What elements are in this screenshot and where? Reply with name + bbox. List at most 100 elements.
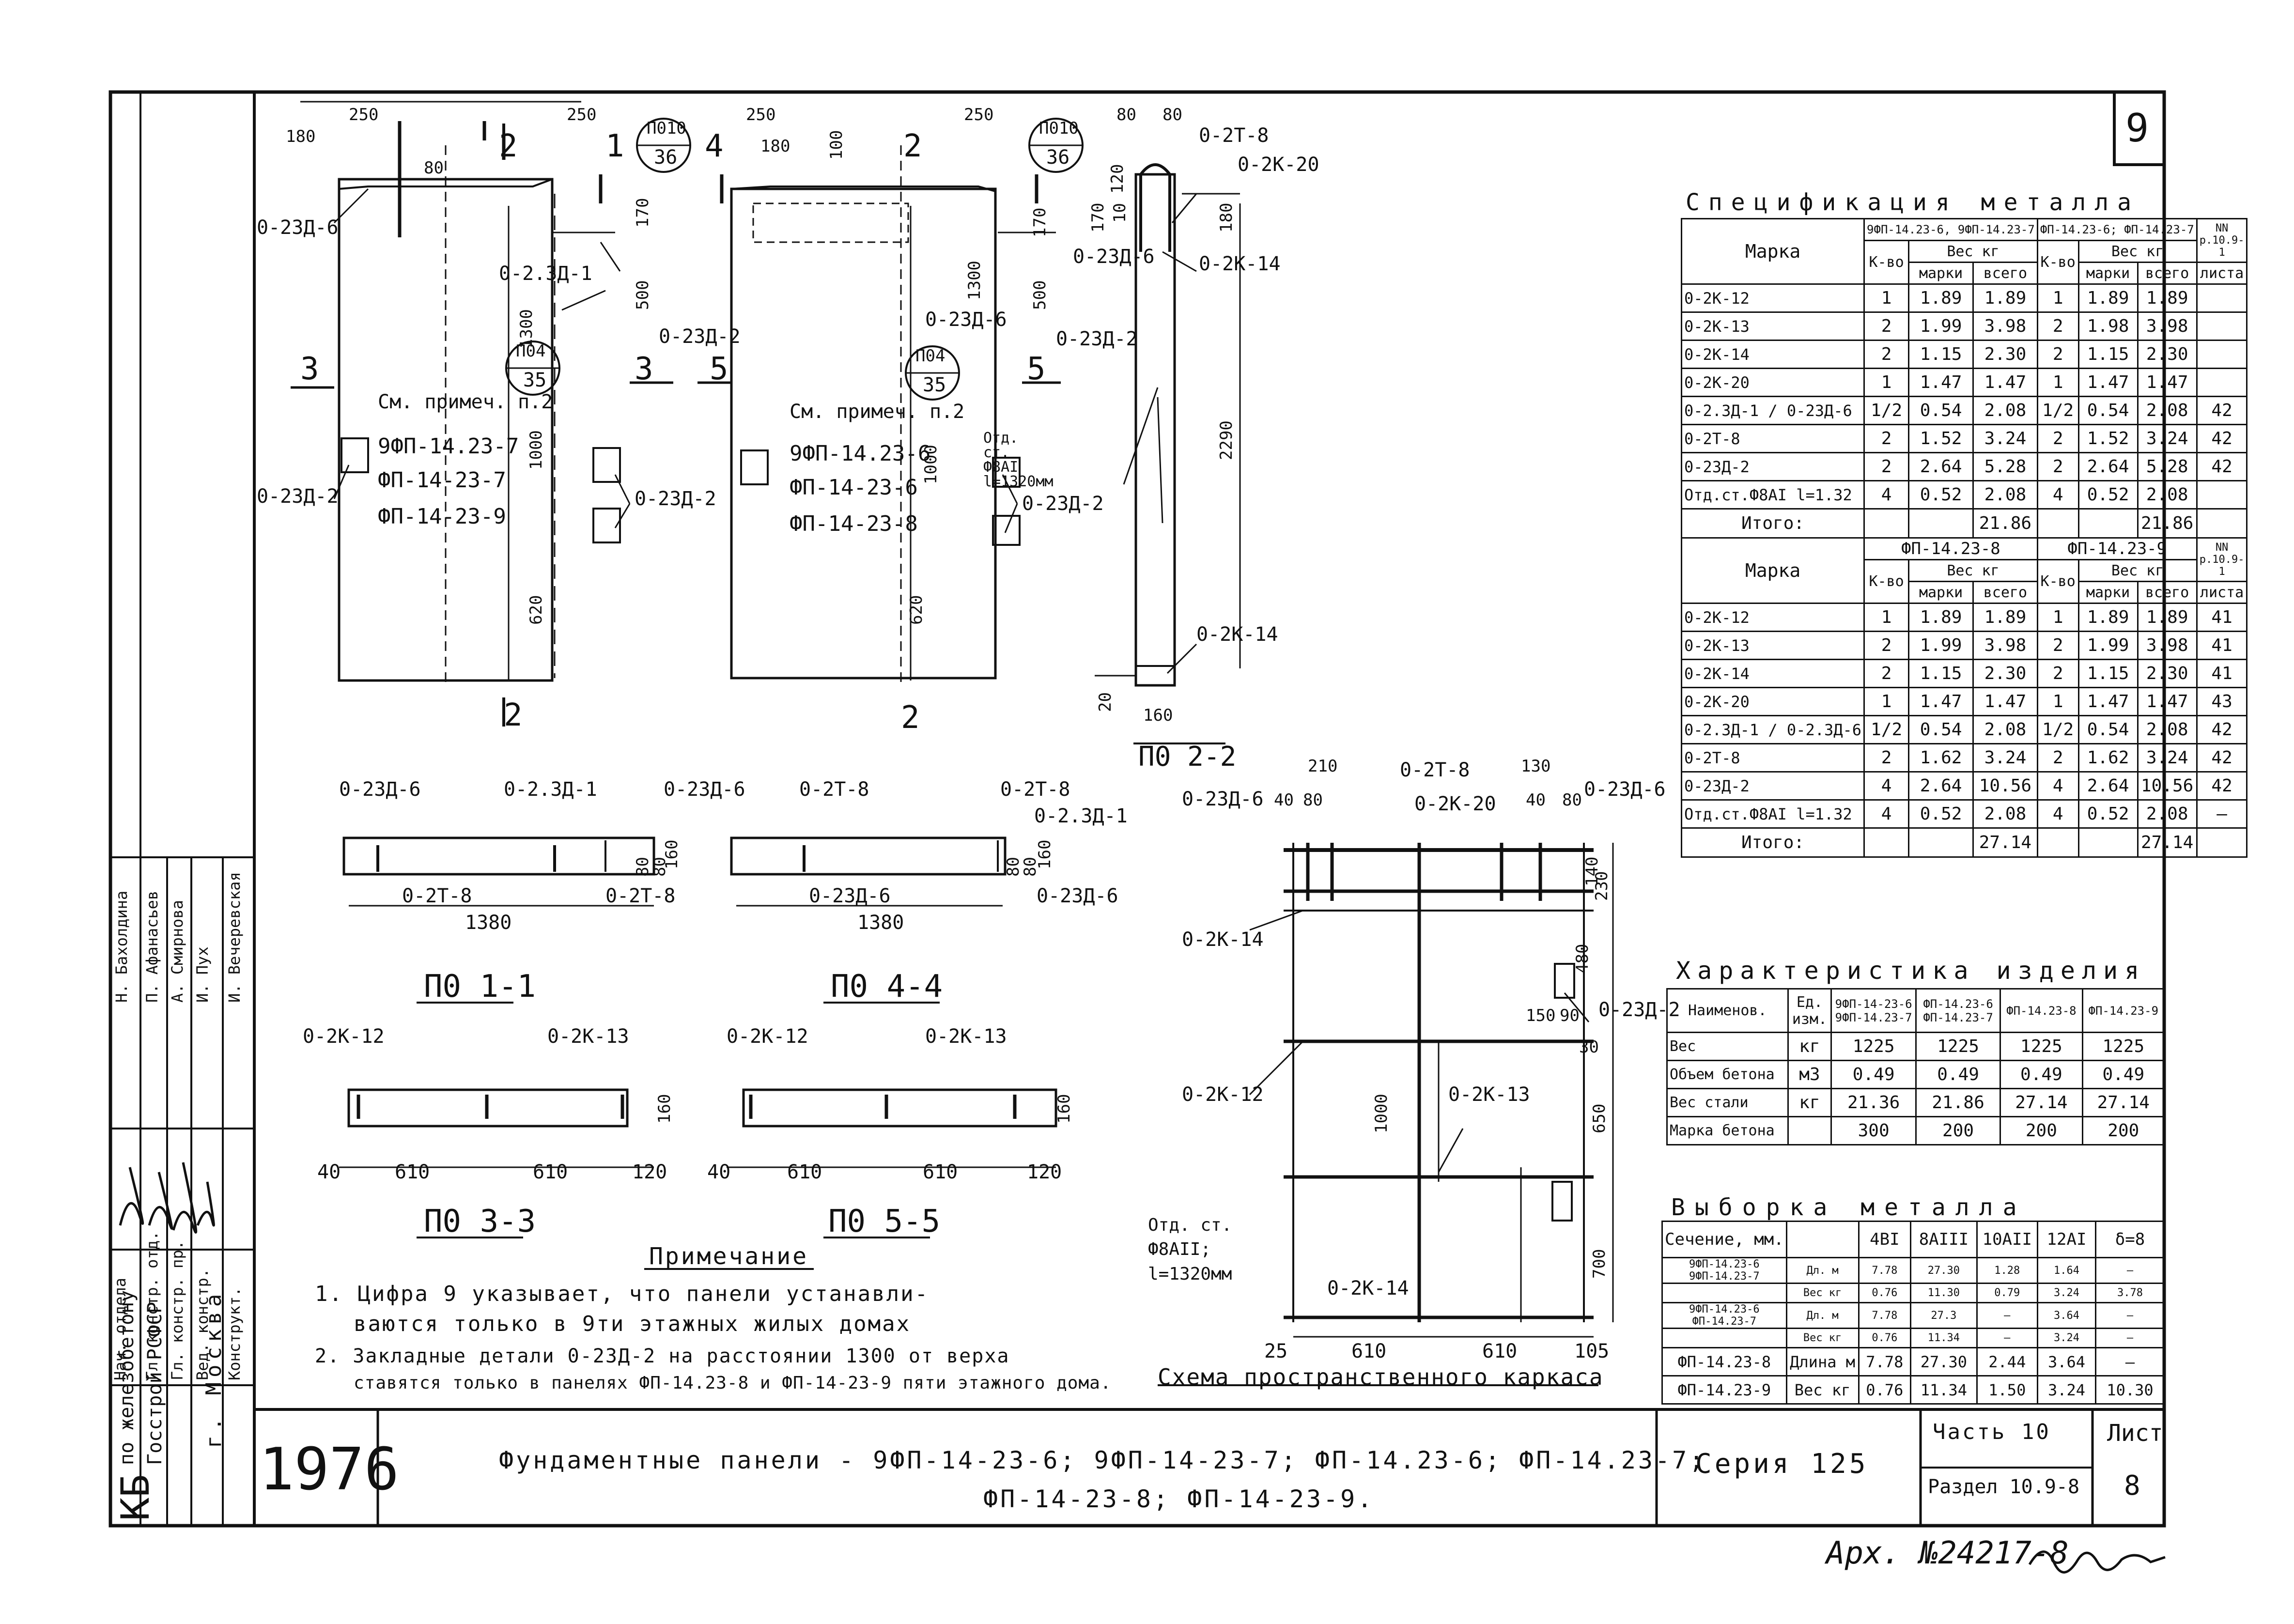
section-mark: 3: [635, 351, 653, 387]
part-callout: 0-2Т-8: [799, 778, 869, 801]
vyborka-cell: 7.78: [1858, 1347, 1912, 1377]
dim-label: 170: [1088, 202, 1108, 232]
spec-cell-mark: 0-2К-13: [1680, 631, 1865, 660]
spec-cell-value: 1: [1863, 283, 1910, 313]
part-callout: 0-23Д-2: [635, 488, 716, 510]
vyborka-cell: Дл. м: [1785, 1257, 1860, 1284]
vyborka-cell: 11.34: [1910, 1328, 1978, 1348]
spec-cell-value: 2.30: [1972, 340, 2038, 369]
dim-label: 40: [1526, 790, 1546, 810]
spec-cell-value: 3.98: [1972, 311, 2038, 341]
spec-cell-value: 1.15: [2077, 340, 2139, 369]
spec-header-kvo: К-во: [1863, 240, 1910, 285]
panel-mark: ФП-14-23-9: [378, 504, 506, 529]
vyborka-cell: 1.64: [2037, 1257, 2096, 1284]
part-callout: 0-23Д-2: [1022, 493, 1104, 515]
spec-cell-value: 0.52: [1908, 480, 1974, 510]
spec-header-marka: Марка: [1680, 218, 1865, 285]
dim-label: 1380: [857, 912, 904, 934]
spec-cell-value: 1.52: [2077, 424, 2139, 453]
spec-cell-value: 2.08: [1972, 799, 2038, 829]
spec-cell-value: 1: [1863, 368, 1910, 397]
spec-cell-value: 0.54: [2077, 396, 2139, 425]
spec-cell-value: 10.56: [2137, 771, 2198, 801]
spec-cell-value: 2: [1863, 424, 1910, 453]
detail-bubble-bottom: 35: [923, 374, 946, 396]
spec-cell-value: 2: [1863, 743, 1910, 773]
spec-cell-value: 42: [2196, 396, 2248, 425]
cage-title: Схема пространственного каркаса: [1158, 1364, 1604, 1390]
dim-label: 80: [1562, 790, 1582, 810]
spec-cell-value: 1.89: [1908, 283, 1974, 313]
panel-mark: 9ФП-14.23-7: [378, 434, 519, 459]
dim-label: 180: [1217, 202, 1236, 232]
spec-cell-value: 3.24: [2137, 743, 2198, 773]
part-callout: 0-23Д-6: [925, 309, 1007, 331]
dim-label: 80: [1162, 105, 1182, 124]
spec-header-vsego: всего: [1972, 262, 2038, 285]
dim-label: 1000: [527, 430, 546, 470]
spec-cell-value: 1.62: [1908, 743, 1974, 773]
dim-label: 40: [317, 1161, 341, 1183]
stamp-role: Вед. констр.: [193, 1268, 212, 1380]
spec-total-value: 21.86: [1972, 508, 2038, 539]
spec-cell-value: 2: [2036, 340, 2079, 369]
dim-label: 230: [1592, 871, 1612, 901]
vyborka-cell: 27.3: [1910, 1302, 1978, 1329]
part-callout: 0-2Т-8: [1000, 778, 1070, 801]
section-mark: 2: [504, 697, 523, 733]
spec-header-ves: Вес кг: [1908, 559, 2038, 582]
dim-label: 250: [349, 105, 379, 124]
vyborka-header-cell: δ=8: [2094, 1221, 2166, 1258]
spec-cell-value: 1: [1863, 603, 1910, 632]
dim-label: 700: [1590, 1249, 1609, 1279]
part-callout: 0-23Д-6: [257, 217, 339, 239]
part-callout: Отд. ст. Ф8АII; l=1320мм: [1148, 1215, 1232, 1284]
dim-label: 160: [662, 839, 682, 869]
spec-cell-value: 2.64: [1908, 771, 1974, 801]
stamp-name: И. Пух: [193, 946, 212, 1003]
vyborka-cell: 27.30: [1910, 1347, 1978, 1377]
spec-cell-value: 2: [1863, 340, 1910, 369]
vyborka-cell: Дл. м: [1785, 1302, 1860, 1329]
char-cell: 27.14: [2000, 1088, 2083, 1117]
spec-cell-value: 1.99: [1908, 311, 1974, 341]
spec-total-value: 27.14: [2137, 827, 2198, 858]
vyborka-cell: [1661, 1283, 1787, 1303]
dim-label: 80: [1116, 105, 1136, 124]
part-callout: 0-2Т-8: [1199, 124, 1269, 147]
vyborka-cell: 11.30: [1910, 1283, 1978, 1303]
spec-cell-value: 2.30: [2137, 340, 2198, 369]
spec-cell-value: 4: [2036, 480, 2079, 510]
spec-cell-value: 2: [2036, 743, 2079, 773]
vyborka-cell: 0.79: [1976, 1283, 2039, 1303]
spec-cell-mark: 0-2К-12: [1680, 283, 1865, 313]
spec-cell-value: [2196, 283, 2248, 313]
spec-cell-value: 1.47: [2077, 687, 2139, 716]
section-label: П0 4-4: [831, 969, 943, 1005]
part-callout: 0-2К-12: [1182, 1083, 1264, 1106]
vyborka-header-cell: 10AII: [1976, 1221, 2039, 1258]
dim-label: 650: [1590, 1103, 1609, 1133]
stamp-signatures: [119, 1162, 215, 1234]
char-cell: Вес: [1666, 1032, 1789, 1061]
spec-cell-value: 2.64: [2077, 452, 2139, 481]
spec-header-ves: Вес кг: [2077, 559, 2198, 582]
dim-label: 80: [1303, 790, 1323, 810]
spec-cell-value: [2196, 340, 2248, 369]
spec-cell-value: 0.54: [2077, 715, 2139, 744]
detail-bubble-bottom: 36: [654, 146, 678, 169]
char-table-title: Характеристика изделия: [1676, 957, 2146, 985]
spec-cell-value: 42: [2196, 424, 2248, 453]
part-callout: 0-2К-13: [925, 1025, 1007, 1048]
